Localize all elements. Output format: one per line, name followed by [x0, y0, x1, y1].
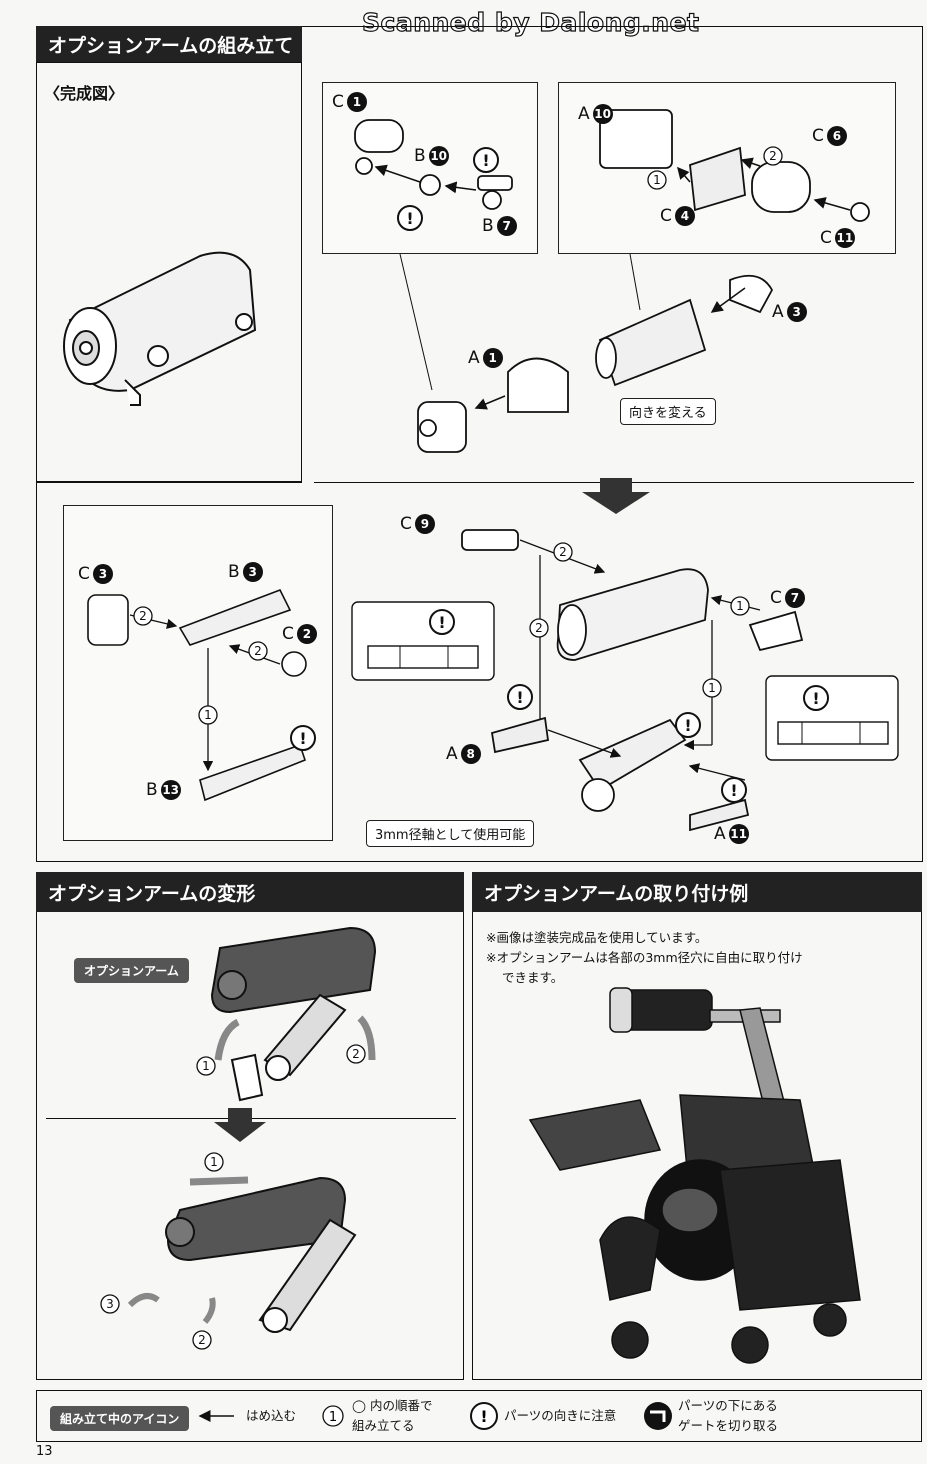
divider-line-left: [36, 482, 302, 483]
legend-order-line1: ◯ 内の順番で: [352, 1398, 433, 1413]
legend-orientation: パーツの向きに注意: [504, 1408, 617, 1423]
svg-text:1: 1: [202, 1059, 210, 1073]
legend-gate-line1: パーツの下にある: [678, 1398, 778, 1413]
svg-text:1: 1: [210, 1155, 218, 1169]
completed-view-box: [36, 62, 302, 482]
example-note-2: ※オプションアームは各部の3mm径穴に自由に取り付け: [486, 950, 803, 965]
svg-text:3: 3: [106, 1297, 114, 1311]
svg-text:2: 2: [198, 1333, 206, 1347]
svg-text:2: 2: [352, 1047, 360, 1061]
svg-text:!: !: [438, 613, 445, 632]
change-direction-callout: 向きを変える: [620, 398, 716, 425]
shaft-note-callout: 3mm径軸として使用可能: [366, 820, 535, 847]
svg-text:!: !: [480, 1407, 487, 1426]
legend-insert: はめ込む: [246, 1408, 297, 1423]
section-title-assembly: オプションアームの組み立て: [36, 26, 302, 62]
legend-badge: 組み立て中のアイコン: [50, 1406, 190, 1431]
svg-text:1: 1: [736, 599, 744, 613]
svg-text:1: 1: [204, 708, 212, 722]
svg-text:1: 1: [708, 681, 716, 695]
legend-gate-line2: ゲートを切り取る: [678, 1418, 779, 1433]
svg-text:!: !: [812, 689, 819, 708]
page-number: 13: [36, 1444, 53, 1459]
example-note-1: ※画像は塗装完成品を使用しています。: [486, 930, 708, 945]
svg-text:1: 1: [653, 173, 661, 187]
option-arm-badge: オプションアーム: [74, 958, 189, 983]
svg-text:2: 2: [769, 149, 777, 163]
svg-text:!: !: [516, 688, 523, 707]
svg-text:!: !: [406, 209, 413, 228]
example-note-3: できます。: [502, 970, 564, 985]
svg-text:2: 2: [254, 644, 262, 658]
section-title-transform: オプションアームの変形: [36, 872, 464, 912]
svg-text:!: !: [684, 716, 691, 735]
svg-text:2: 2: [535, 621, 543, 635]
section-title-example: オプションアームの取り付け例: [472, 872, 922, 912]
svg-text:!: !: [482, 151, 489, 170]
svg-text:1: 1: [329, 1410, 337, 1425]
legend-order-line2: 組み立てる: [352, 1418, 415, 1433]
watermark: Scanned by Dalong.net: [361, 7, 700, 37]
svg-text:!: !: [299, 729, 306, 748]
svg-text:!: !: [730, 781, 737, 800]
svg-text:2: 2: [559, 545, 567, 559]
svg-text:2: 2: [139, 609, 147, 623]
completed-view-label: 〈完成図〉: [44, 84, 125, 103]
legend-frame: [36, 1390, 922, 1442]
